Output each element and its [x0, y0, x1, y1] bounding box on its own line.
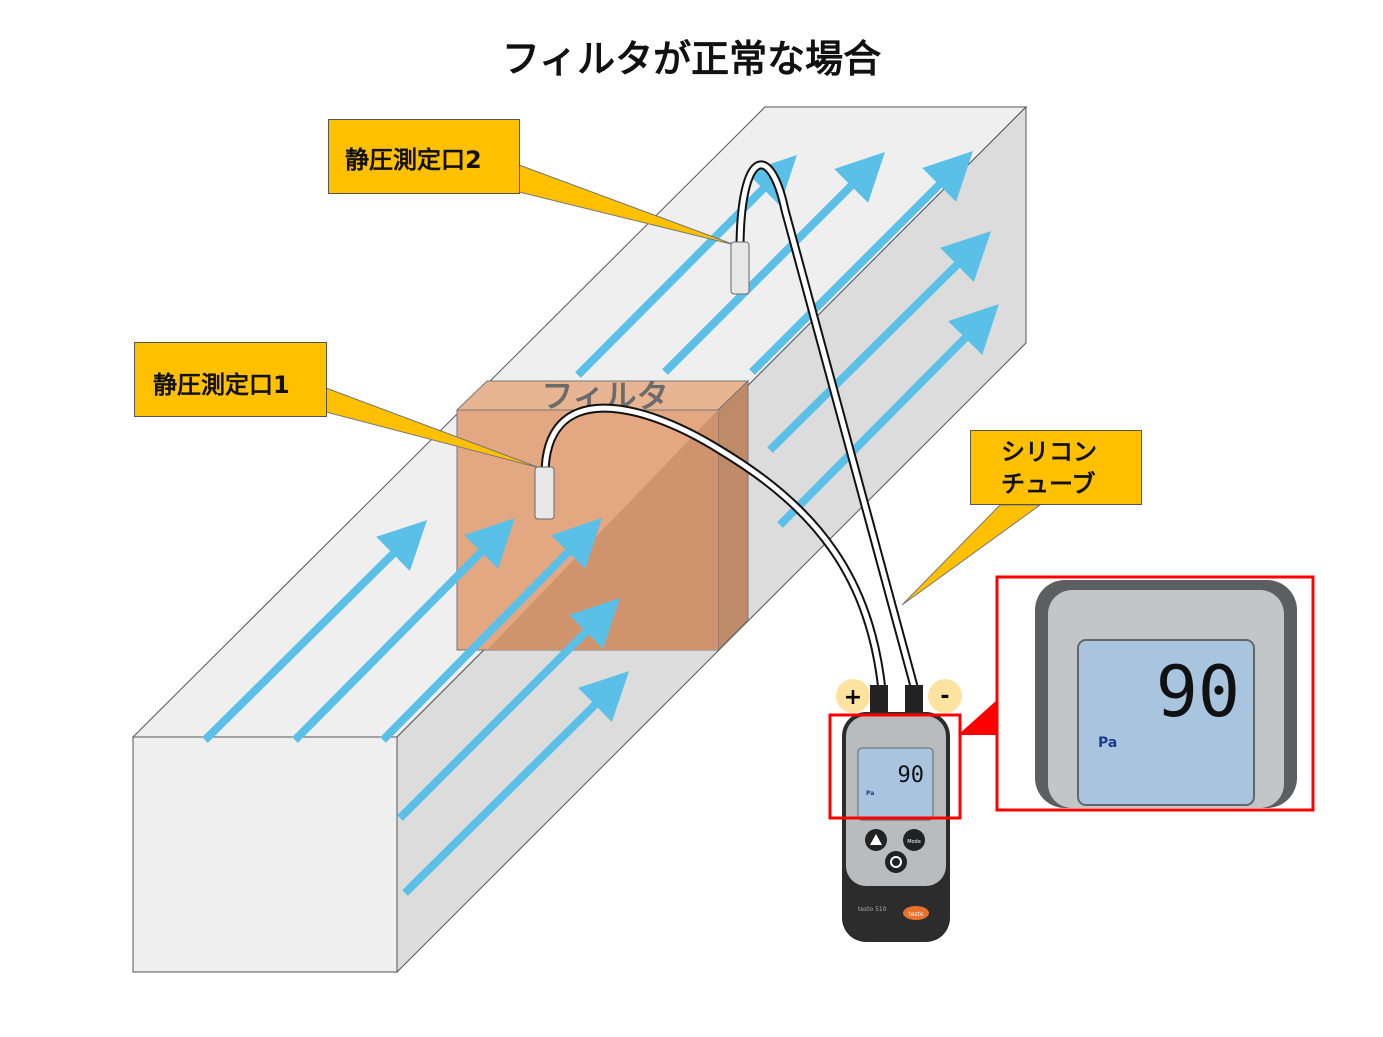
- callout-port2-text: 静圧測定口2: [345, 146, 482, 174]
- minus-sign: -: [940, 684, 949, 709]
- brand-label: testo: [908, 911, 924, 918]
- plus-port-badge: [836, 679, 870, 713]
- minus-port-badge: [928, 679, 962, 713]
- filter-box: [455, 379, 750, 652]
- pressure-port-2: [730, 241, 750, 295]
- arrow: [767, 231, 992, 453]
- arrow: [777, 303, 999, 528]
- arrow: [202, 520, 428, 743]
- meter-reading: 90: [898, 763, 925, 788]
- power-button: [885, 851, 907, 873]
- arrow: [662, 152, 885, 375]
- airflow-arrows: [575, 151, 999, 528]
- model-label: testo 510: [858, 906, 887, 913]
- arrow: [749, 151, 973, 375]
- callout-tube-line1: シリコン: [1001, 438, 1097, 466]
- silicone-tubes: [540, 160, 920, 692]
- arrow: [380, 517, 602, 743]
- zoomed-unit: Pa: [1098, 735, 1117, 751]
- callout-silicone-tube: シリコン チューブ: [970, 430, 1142, 505]
- duct-front-face: [132, 736, 398, 973]
- pressure-port-1: [534, 466, 555, 520]
- differential-pressure-meter: [842, 685, 950, 942]
- arrow: [292, 517, 515, 743]
- zoomed-reading: 90: [1156, 651, 1240, 733]
- callout-port1: 静圧測定口1: [134, 342, 327, 417]
- diagram-title: フィルタが正常な場合: [501, 37, 882, 81]
- display-highlight: [828, 713, 962, 820]
- callout-tube-line2: チューブ: [1001, 470, 1096, 498]
- display-zoom-inset: [995, 575, 1315, 812]
- mode-label: Mode: [907, 839, 921, 845]
- brand-logo: [903, 906, 929, 920]
- callout-port2: 静圧測定口2: [328, 119, 520, 194]
- arrow: [402, 671, 630, 896]
- plus-sign: +: [844, 685, 862, 710]
- callout-port1-text: 静圧測定口1: [153, 371, 290, 399]
- mode-button: [903, 829, 925, 851]
- callout-pointer-tube: [901, 504, 1042, 606]
- zoom-pointer: [958, 700, 997, 735]
- meter-unit: Pa: [866, 790, 874, 797]
- arrow: [397, 598, 620, 821]
